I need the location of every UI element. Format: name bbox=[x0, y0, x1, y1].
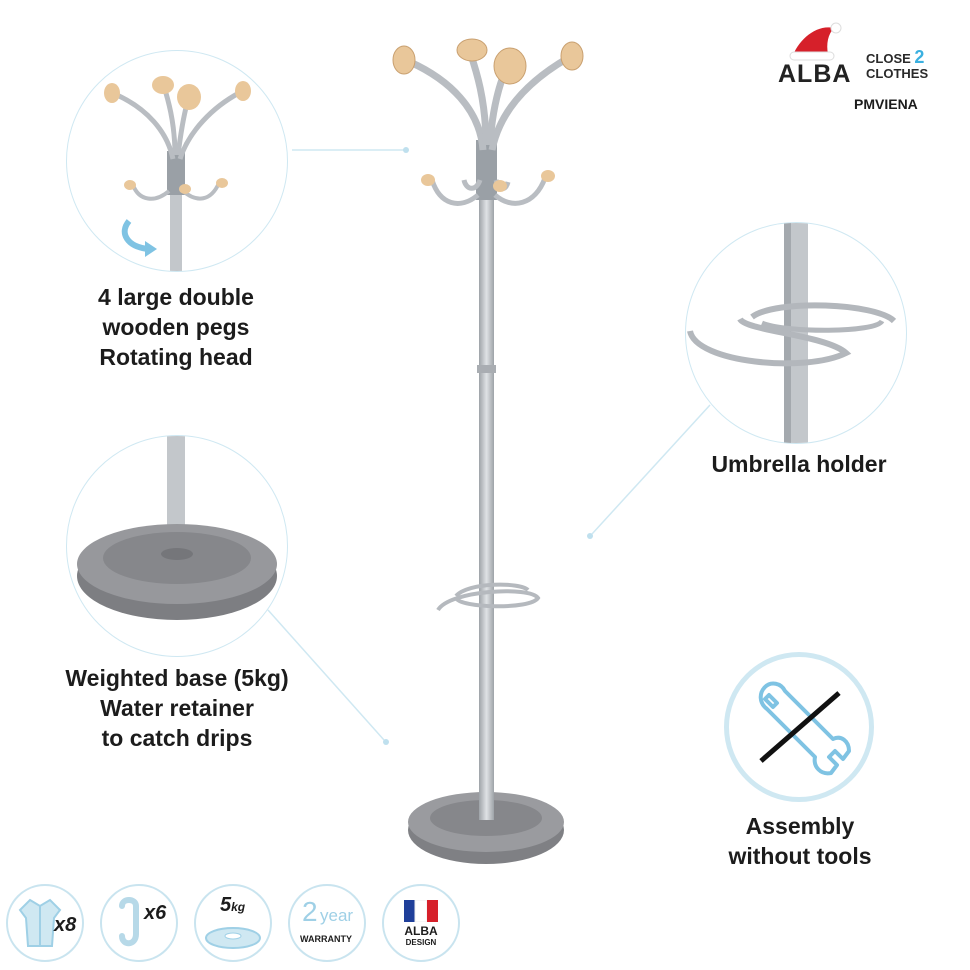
brand-tagline-clothes: CLOTHES bbox=[866, 66, 929, 81]
brand-tagline-two: 2 bbox=[914, 47, 925, 67]
warranty-number: 2 bbox=[302, 896, 318, 927]
wrench-crossed-icon bbox=[758, 681, 851, 776]
no-tools-circle bbox=[724, 652, 874, 802]
assembly-caption-line1: Assembly bbox=[745, 813, 855, 839]
base-caption-line2: Water retainer bbox=[100, 695, 254, 721]
base-detail-circle bbox=[66, 435, 288, 657]
pegs-detail-circle bbox=[66, 50, 288, 272]
warranty-word: year bbox=[320, 906, 354, 925]
rotate-arrow-icon bbox=[145, 241, 157, 257]
model-code: PMVIENA bbox=[854, 96, 918, 112]
weight-number: 5 bbox=[220, 894, 232, 916]
hook-icon bbox=[119, 897, 139, 947]
weight-value: 5kg bbox=[220, 894, 245, 917]
pegs-caption-line1: 4 large double bbox=[98, 284, 254, 310]
design-label: DESIGN bbox=[405, 938, 437, 947]
santa-hat-icon bbox=[789, 22, 842, 61]
brand-tagline: CLOSE 2 CLOTHES bbox=[866, 47, 929, 81]
brand-name: ALBA bbox=[778, 60, 852, 88]
base-caption: Weighted base (5kg) Water retainer to ca… bbox=[44, 663, 310, 753]
design-brand: ALBA bbox=[404, 924, 438, 938]
brand-tagline-close: CLOSE bbox=[866, 51, 911, 66]
weight-badge: 5kg bbox=[194, 884, 272, 962]
umbrella-detail-circle bbox=[685, 222, 907, 444]
warranty-label: WARRANTY bbox=[300, 934, 352, 944]
french-flag-icon bbox=[404, 900, 438, 922]
hangers-capacity-badge: x6 bbox=[100, 884, 178, 962]
pegs-caption: 4 large double wooden pegs Rotating head bbox=[60, 282, 292, 372]
umbrella-caption: Umbrella holder bbox=[690, 449, 908, 479]
umbrella-caption-line1: Umbrella holder bbox=[711, 451, 887, 477]
weighted-base-illustration bbox=[77, 436, 277, 620]
assembly-caption-line2: without tools bbox=[728, 843, 872, 869]
hangers-count: x6 bbox=[144, 902, 167, 924]
umbrella-holder-illustration bbox=[687, 223, 897, 443]
base-caption-line1: Weighted base (5kg) bbox=[65, 665, 289, 691]
coats-capacity-badge: x8 bbox=[6, 884, 84, 962]
pegs-caption-line3: Rotating head bbox=[99, 344, 253, 370]
brand-logo: ALBA CLOSE 2 CLOTHES PMVIENA bbox=[778, 20, 948, 120]
base-caption-line3: to catch drips bbox=[101, 725, 253, 751]
alba-design-badge: ALBA DESIGN bbox=[382, 884, 460, 962]
coats-count: x8 bbox=[54, 914, 77, 936]
warranty-badge: 2 year WARRANTY bbox=[288, 884, 366, 962]
coat-icon bbox=[18, 898, 62, 947]
pegs-caption-line2: wooden pegs bbox=[102, 314, 250, 340]
rotating-head-illustration bbox=[104, 76, 251, 271]
coat-stand-illustration bbox=[392, 38, 584, 864]
weight-unit: kg bbox=[231, 900, 246, 914]
assembly-caption: Assembly without tools bbox=[700, 811, 900, 871]
base-weight-icon bbox=[205, 927, 261, 949]
